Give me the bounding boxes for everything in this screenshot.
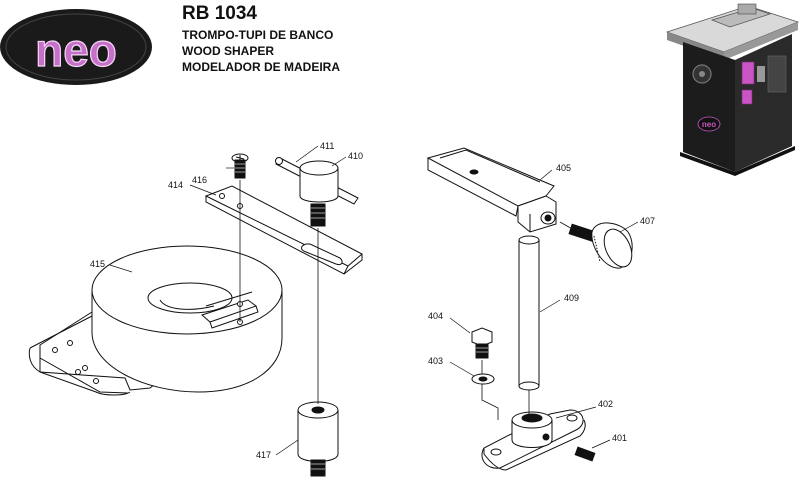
leader-lines xyxy=(109,145,639,456)
label-401: 401 xyxy=(612,433,627,443)
logo-text: neo xyxy=(35,24,117,76)
part-402-post-base xyxy=(481,409,586,471)
description-spanish: MODELADOR DE MADEIRA xyxy=(182,60,340,74)
description-portuguese: TROMPO-TUPI DE BANCO xyxy=(182,28,334,42)
label-417: 417 xyxy=(256,450,271,460)
part-404-bolt xyxy=(471,327,493,359)
label-404: 404 xyxy=(428,311,443,321)
label-405: 405 xyxy=(556,163,571,173)
part-415-base xyxy=(28,245,283,396)
label-409: 409 xyxy=(564,293,579,303)
part-417-spacer xyxy=(297,401,339,477)
label-410: 410 xyxy=(348,151,363,161)
description-english: WOOD SHAPER xyxy=(182,44,275,58)
part-403-washer xyxy=(471,373,495,385)
part-405-guard-arm xyxy=(426,147,557,233)
label-414: 414 xyxy=(168,180,183,190)
part-number-labels: 416 414 411 410 415 417 405 407 409 404 … xyxy=(90,141,655,460)
label-403: 403 xyxy=(428,356,443,366)
part-410-t-knob xyxy=(275,157,359,227)
label-415: 415 xyxy=(90,259,105,269)
part-401-set-screw xyxy=(574,446,596,462)
label-402: 402 xyxy=(598,399,613,409)
label-407: 407 xyxy=(640,216,655,226)
model-number: RB 1034 xyxy=(182,3,257,24)
part-409-post xyxy=(518,235,540,391)
machine-photo: neo xyxy=(665,3,800,176)
neo-logo: neo xyxy=(0,9,152,85)
part-416-screw xyxy=(231,153,249,179)
label-411: 411 xyxy=(320,141,334,151)
machine-badge-text: neo xyxy=(702,120,716,129)
assembly-lines xyxy=(239,180,575,420)
label-416: 416 xyxy=(192,175,207,185)
part-407-knob xyxy=(568,222,633,269)
part-414-clamp-bar xyxy=(204,185,363,275)
